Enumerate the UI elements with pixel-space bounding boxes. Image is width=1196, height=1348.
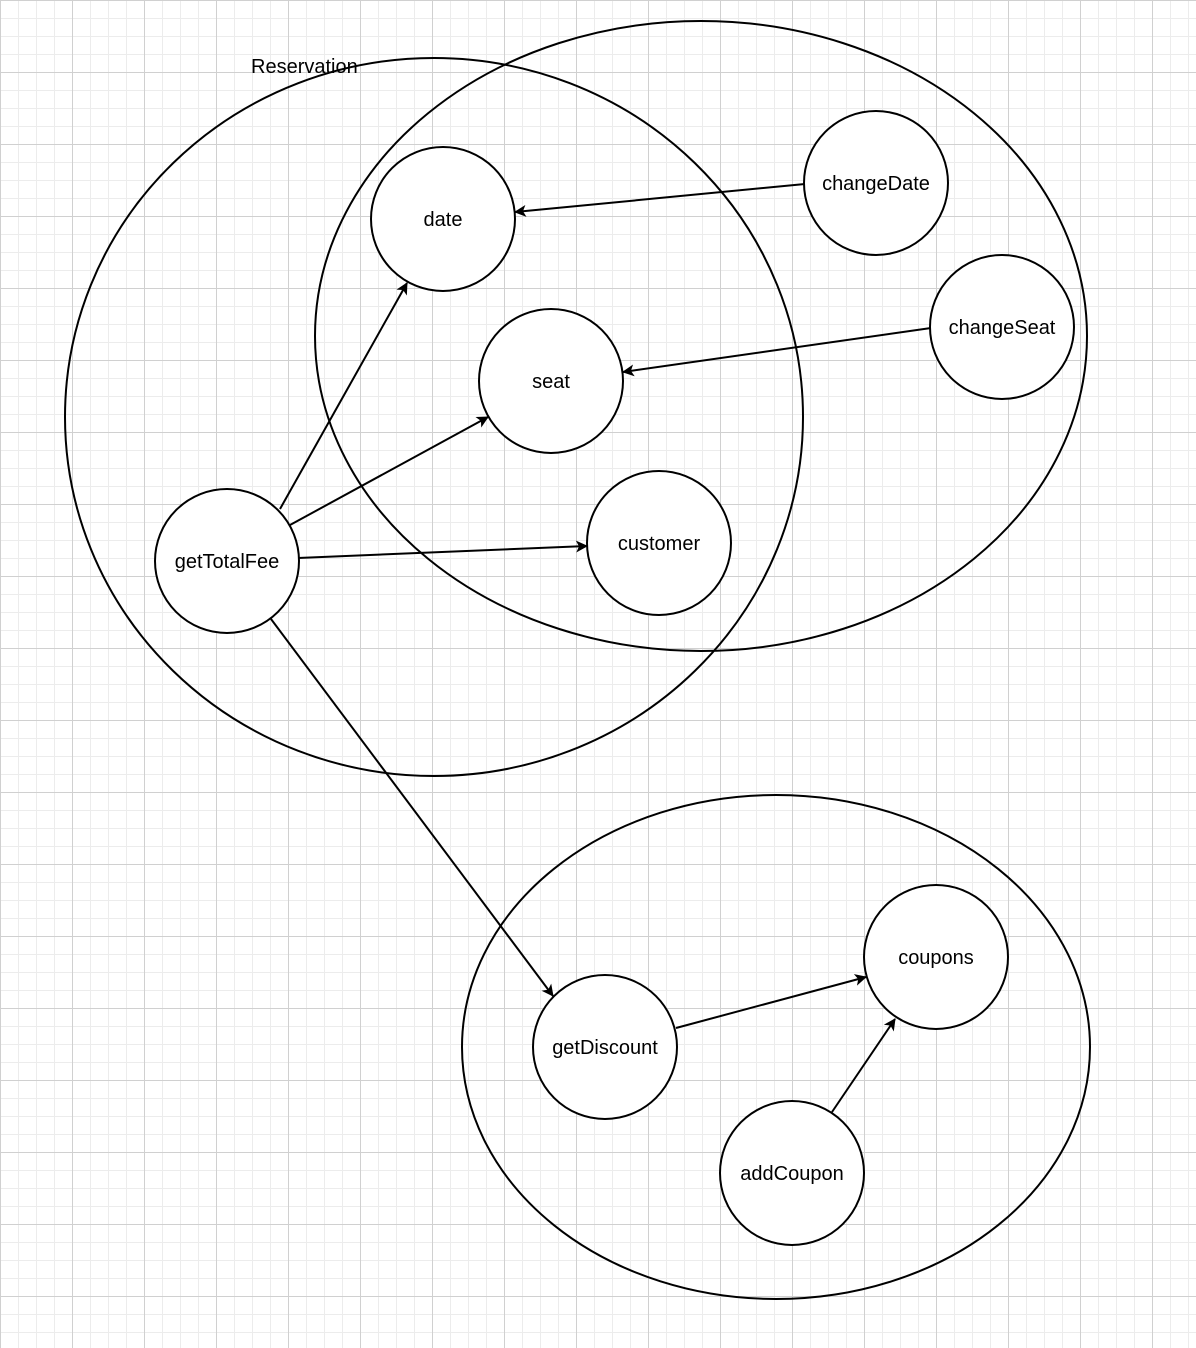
node-changeSeat-label: changeSeat bbox=[949, 317, 1056, 339]
node-coupons-label: coupons bbox=[898, 947, 974, 969]
node-getDiscount[interactable]: getDiscount bbox=[532, 974, 678, 1120]
edge-changeDate-date bbox=[514, 183, 806, 217]
node-changeDate-label: changeDate bbox=[822, 173, 930, 195]
node-seat-label: seat bbox=[532, 371, 570, 393]
node-date[interactable]: date bbox=[370, 146, 516, 292]
node-coupons[interactable]: coupons bbox=[863, 884, 1009, 1030]
edge-getTotalFee-seat bbox=[289, 416, 489, 526]
edge-getTotalFee-customer bbox=[297, 540, 588, 559]
edge-addCoupon-coupons bbox=[831, 1018, 896, 1113]
node-customer-label: customer bbox=[618, 533, 701, 555]
reservation-region bbox=[64, 57, 804, 777]
edge-getDiscount-coupons bbox=[675, 974, 867, 1029]
node-addCoupon-label: addCoupon bbox=[740, 1163, 843, 1185]
edge-changeSeat-seat bbox=[622, 327, 932, 377]
node-changeDate[interactable]: changeDate bbox=[803, 110, 949, 256]
node-changeSeat[interactable]: changeSeat bbox=[929, 254, 1075, 400]
node-getTotalFee-label: getTotalFee bbox=[175, 551, 280, 573]
discount-region bbox=[461, 794, 1091, 1300]
edge-getTotalFee-date bbox=[279, 282, 408, 510]
node-seat[interactable]: seat bbox=[478, 308, 624, 454]
node-addCoupon[interactable]: addCoupon bbox=[719, 1100, 865, 1246]
node-getDiscount-label: getDiscount bbox=[552, 1037, 658, 1059]
change-region bbox=[314, 20, 1088, 652]
edge-getTotalFee-getDiscount bbox=[270, 618, 554, 997]
reservation-label: Reservation bbox=[251, 56, 358, 78]
node-date-label: date bbox=[424, 209, 463, 231]
node-getTotalFee[interactable]: getTotalFee bbox=[154, 488, 300, 634]
node-customer[interactable]: customer bbox=[586, 470, 732, 616]
